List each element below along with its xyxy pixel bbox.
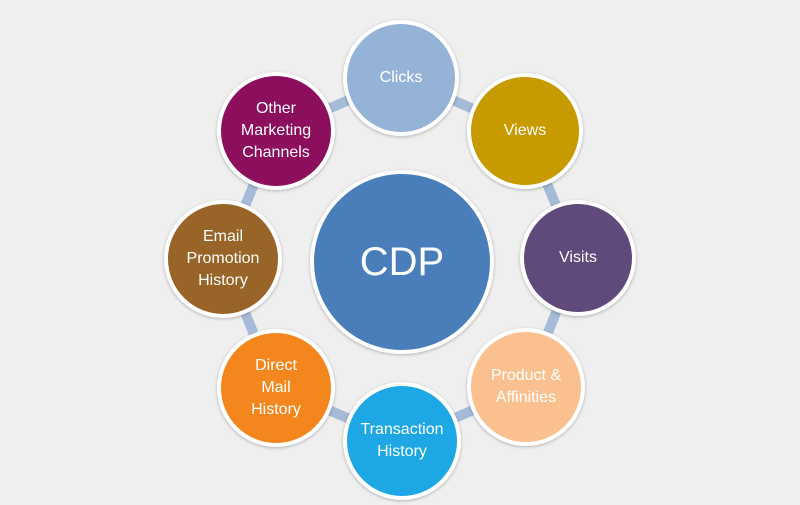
node-views-label: Views [503,122,547,139]
node-email-promotion-history-label: Email Promotion History [186,228,260,289]
node-direct-mail-history-label: Direct Mail History [251,357,301,418]
node-product-affinities-label: Product & Affinities [490,367,562,406]
node-clicks-label: Clicks [379,69,423,86]
node-visits-label: Visits [559,249,597,266]
node-email-promotion-history: Email Promotion History [164,200,282,318]
node-views: Views [467,73,583,189]
node-transaction-history: Transaction History [343,382,461,500]
cdp-center-label: CDP [359,240,445,284]
node-transaction-history-label: Transaction History [360,421,444,460]
cdp-center-circle: CDP [310,170,494,354]
node-clicks: Clicks [343,20,459,136]
node-other-marketing-channels-label: Other Marketing Channels [240,100,312,161]
node-direct-mail-history: Direct Mail History [217,329,335,447]
node-other-marketing-channels: Other Marketing Channels [217,72,335,190]
node-visits: Visits [520,200,636,316]
node-product-affinities: Product & Affinities [467,328,585,446]
